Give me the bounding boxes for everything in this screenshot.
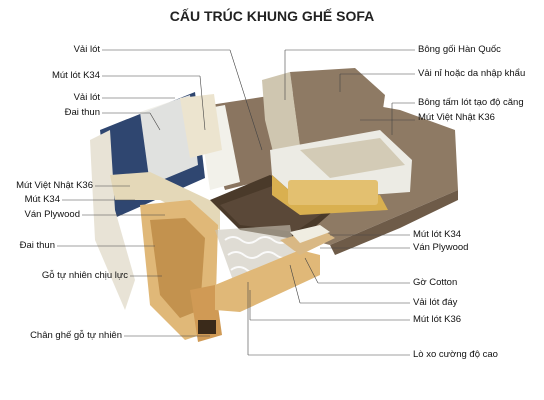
label-mut-lot-k36: Mút lót K36 xyxy=(413,314,462,325)
label-mut-viet-nhat-k36: Mút Việt Nhật K36 xyxy=(16,180,93,191)
back-cushion-fabric xyxy=(290,68,385,145)
label-bong-tam: Bông tấm lót tạo độ căng xyxy=(418,97,524,108)
label-vai-lot-1: Vải lót xyxy=(73,44,100,55)
leader-lines-right xyxy=(247,49,415,356)
front-wood-rail xyxy=(215,250,320,312)
label-dai-thun-2: Đai thun xyxy=(19,240,55,251)
label-dai-thun-1: Đai thun xyxy=(64,107,100,118)
label-chan-ghe: Chân ghế gỗ tự nhiên xyxy=(30,330,122,341)
chaise-front-shadow xyxy=(330,190,458,255)
back-foam-cream xyxy=(180,94,222,158)
label-mut-lot-k34: Mút lót K34 xyxy=(51,70,100,81)
label-vai-lot-2: Vải lót xyxy=(73,92,100,103)
label-vai-lot-day: Vải lót đáy xyxy=(413,297,458,308)
label-go-tu-nhien: Gỗ tự nhiên chịu lực xyxy=(41,270,128,281)
label-mut-viet-nhat-k36-r: Mút Việt Nhật K36 xyxy=(418,112,495,123)
label-bong-goi: Bông gối Hàn Quốc xyxy=(418,44,501,55)
cushion-k36-core xyxy=(288,180,378,205)
back-cushion-pattern xyxy=(262,72,300,160)
left-arm-foam xyxy=(90,130,135,310)
front-foam-strip xyxy=(290,225,330,243)
label-mut-k34: Mút K34 xyxy=(24,194,60,205)
leader-lines-left xyxy=(57,49,263,337)
label-go-cotton: Gờ Cotton xyxy=(413,277,458,288)
label-lo-xo: Lò xo cường độ cao xyxy=(413,349,498,360)
leg-dark xyxy=(198,320,216,334)
label-mut-lot-k34-r: Mút lót K34 xyxy=(413,229,462,240)
label-vai-ni: Vải nỉ hoặc da nhập khẩu xyxy=(418,68,526,79)
cushion-pattern xyxy=(300,138,405,178)
diagram-title: CẤU TRÚC KHUNG GHẾ SOFA xyxy=(169,8,375,24)
label-van-plywood: Ván Plywood xyxy=(24,209,80,220)
label-van-plywood-r: Ván Plywood xyxy=(413,242,469,253)
